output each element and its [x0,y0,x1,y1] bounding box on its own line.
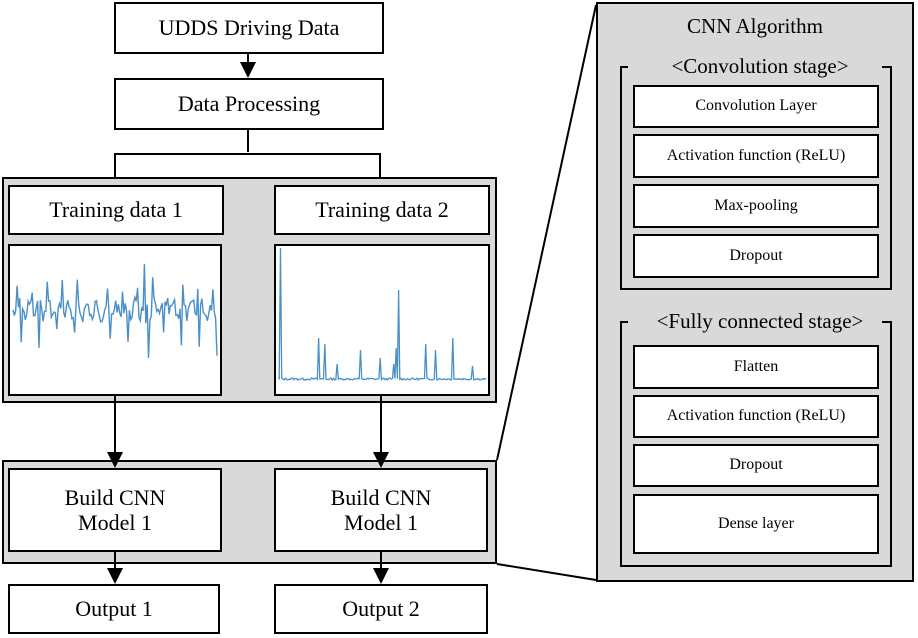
output-2-box: Output 2 [274,584,488,634]
output-1-box: Output 1 [8,584,220,634]
fc-layer-2: Activation function (ReLU) [633,395,879,438]
fc-layer-3-label: Dropout [729,456,783,474]
build-model-1-box: Build CNN Model 1 [8,468,222,552]
training-data-1-box: Training data 1 [8,185,224,235]
zoom-line-top [496,4,597,461]
fc-layer-2-label: Activation function (ReLU) [666,407,846,425]
conv-layer-1: Convolution Layer [633,85,879,128]
output-1-label: Output 1 [75,596,153,622]
conv-layer-3: Max-pooling [633,184,879,228]
fc-layer-4-label: Dense layer [718,514,794,532]
training-data-1-chart [8,244,222,396]
training-data-2-label: Training data 2 [315,197,449,223]
conv-layer-4: Dropout [633,234,879,278]
fc-layer-1-label: Flatten [733,357,779,375]
processing-box: Data Processing [114,78,384,130]
conv-stage-frame [620,66,892,290]
conv-stage-frame-top-left [620,66,628,68]
training-data-1-label: Training data 1 [49,197,183,223]
conv-stage-title: <Convolution stage> [646,54,874,79]
fc-stage-title: <Fully connected stage> [640,309,880,334]
fc-layer-1: Flatten [633,345,879,389]
conv-stage-frame-top-right [882,66,892,68]
processing-label: Data Processing [177,91,321,117]
split-connector [114,153,381,177]
conv-layer-1-label: Convolution Layer [695,97,817,115]
fc-stage-frame [620,321,892,567]
conv-layer-3-label: Max-pooling [714,196,798,214]
training-data-2-signal [277,247,487,382]
build-model-2-label: Build CNN Model 1 [330,484,432,535]
training-data-1-signal [12,263,218,359]
fc-stage-frame-top-left [620,321,628,323]
fc-stage-frame-top-right [882,321,892,323]
zoom-line-bottom [496,563,597,581]
source-box: UDDS Driving Data [114,2,384,54]
fc-layer-3: Dropout [633,444,879,487]
conv-layer-4-label: Dropout [729,246,783,264]
fc-layer-4: Dense layer [633,494,879,554]
training-data-2-chart [274,244,490,396]
cnn-title: CNN Algorithm [687,14,823,38]
training-data-2-box: Training data 2 [274,185,490,235]
output-2-label: Output 2 [342,596,420,622]
build-model-1-label: Build CNN Model 1 [64,484,166,535]
conv-layer-2-label: Activation function (ReLU) [666,146,846,164]
source-label: UDDS Driving Data [158,15,340,41]
build-model-2-box: Build CNN Model 1 [274,468,488,552]
conv-layer-2: Activation function (ReLU) [633,134,879,178]
